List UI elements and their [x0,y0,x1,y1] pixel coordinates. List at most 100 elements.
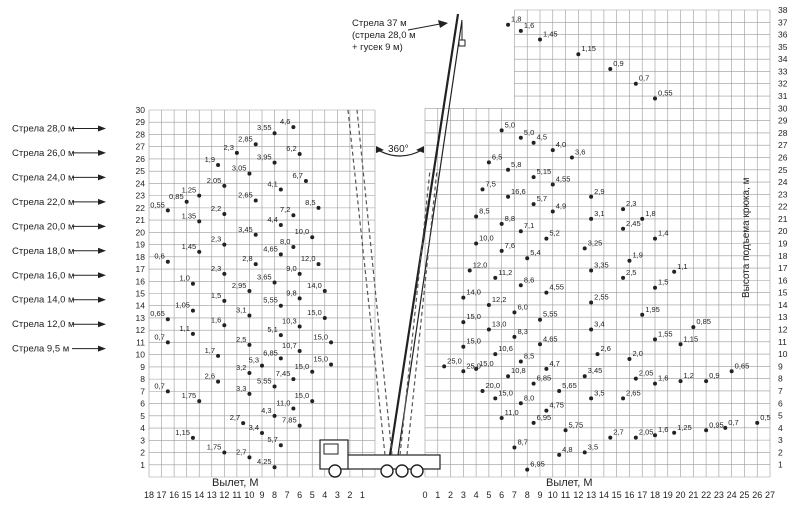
left-load-point [278,252,283,257]
right-load-point [531,175,536,180]
left-y-tick-label: 12 [136,325,146,335]
right-load-label: 4,5 [537,133,547,142]
right-load-point [672,430,677,435]
right-load-label: 4,8 [562,445,572,454]
left-load-label: 0,55 [150,200,165,209]
left-y-tick-label: 27 [136,142,146,152]
right-load-label: 10,8 [511,366,526,375]
left-load-point [322,289,327,294]
right-load-point [640,216,645,221]
left-y-tick-label: 9 [140,362,145,372]
left-load-point [253,232,258,237]
left-load-point [165,389,170,394]
left-load-label: 3,05 [232,164,247,173]
left-load-label: 6,2 [286,144,296,153]
left-load-point [291,125,296,130]
right-load-label: 5,75 [569,420,584,429]
right-load-label: 1,2 [684,371,694,380]
left-load-label: 3,2 [236,363,246,372]
left-load-label: 1,75 [182,391,197,400]
right-x-tick-label: 15 [612,490,622,500]
left-load-label: 3,65 [257,272,272,281]
right-y-tick-label: 4 [778,423,783,433]
right-y-tick-label: 27 [778,140,788,150]
left-load-point [322,315,327,320]
left-load-label: 1,7 [205,346,215,355]
right-load-label: 20,0 [486,381,501,390]
left-load-point [216,163,221,168]
left-load-point [247,391,252,396]
right-load-label: 1,6 [524,21,534,30]
left-y-tick-label: 23 [136,191,146,201]
right-load-point [723,425,728,430]
rotation-arrow-right-icon [416,146,424,153]
right-load-point [653,381,657,386]
right-load-label: 8,5 [479,206,489,215]
boom-label-arrow-icon [98,125,106,132]
right-load-label: 6,95 [537,413,552,422]
left-load-label: 0,85 [169,192,184,201]
left-x-tick-label: 7 [285,490,290,500]
left-y-tick-label: 20 [136,227,146,237]
left-x-tick-label: 13 [207,490,217,500]
right-load-label: 10,0 [479,234,494,243]
right-load-point [499,128,504,133]
left-load-point [165,317,170,322]
left-load-label: 9,8 [286,288,296,297]
right-load-point [480,388,485,393]
right-load-point [518,229,523,234]
right-load-point [621,275,626,280]
left-load-label: 3,3 [236,384,246,393]
left-load-label: 2,3 [223,143,233,152]
left-load-point [222,271,227,276]
right-y-tick-label: 6 [778,398,783,408]
left-load-label: 1,6 [211,315,221,324]
right-load-point [486,327,491,332]
right-load-point [544,236,549,241]
left-load-point [190,331,195,336]
right-load-label: 11,2 [498,268,512,277]
right-load-point [550,182,555,187]
right-x-tick-label: 23 [714,490,724,500]
right-x-tick-label: 7 [512,490,517,500]
right-y-tick-label: 31 [778,91,788,101]
right-load-label: 15,0 [466,337,481,346]
right-load-label: 3,4 [594,320,604,329]
left-y-tick-label: 26 [136,154,146,164]
right-y-tick-label: 8 [778,374,783,384]
right-load-point [653,285,657,290]
jib-label-line: (стрела 28,0 м [352,30,416,41]
left-load-point [291,406,296,411]
crane-wheel-rear-2 [395,464,409,478]
boom-label-arrow-icon [98,345,106,352]
right-load-point [582,246,587,251]
left-load-point [222,450,227,455]
right-load-point [704,428,709,433]
left-load-point [190,308,195,313]
right-y-tick-label: 7 [778,386,783,396]
right-load-point [653,236,657,241]
left-y-tick-label: 11 [136,337,145,347]
left-x-tick-label: 11 [232,490,241,500]
left-load-label: 2,3 [211,264,221,273]
load-points: 4,63,552,852,31,96,23,953,052,051,250,85… [150,15,771,472]
left-load-point [197,219,202,224]
right-load-point [512,334,517,339]
crane-wheel-rear-3 [410,464,424,478]
right-load-point [633,376,638,381]
right-load-point [633,81,638,86]
right-load-label: 4,7 [549,359,559,368]
left-load-point [247,455,252,460]
crane-hook [458,39,466,47]
left-load-label: 10,0 [295,227,310,236]
left-load-label: 7,45 [276,369,291,378]
left-load-label: 7,2 [280,205,290,214]
right-x-tick-label: 25 [739,490,749,500]
right-load-label: 0,9 [709,371,719,380]
right-load-label: 0,9 [613,59,623,68]
left-load-point [197,399,202,404]
left-load-label: 2,8 [242,254,252,263]
right-x-tick-label: 14 [599,490,609,500]
right-load-point [506,194,511,199]
boom-label: Стрела 18,0 м [12,246,75,257]
